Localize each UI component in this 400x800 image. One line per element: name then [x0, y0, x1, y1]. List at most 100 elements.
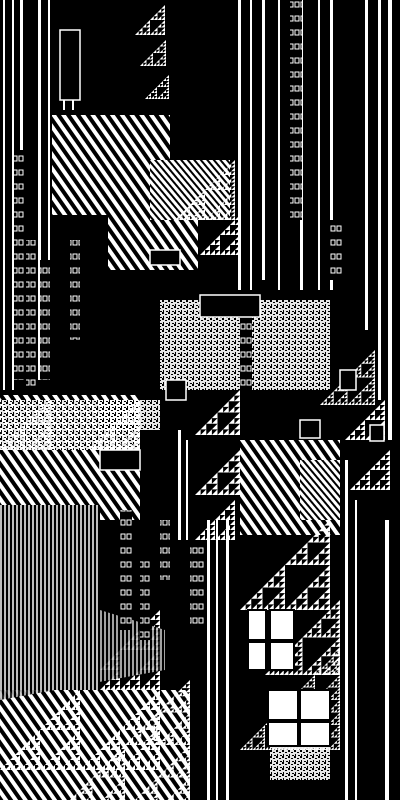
triangle-cell — [330, 681, 334, 685]
triangle-cell — [102, 443, 109, 450]
triangle-cell — [357, 374, 362, 378]
triangle-cell — [102, 431, 109, 438]
triangle-cell — [104, 769, 109, 774]
triangle-cell — [153, 732, 158, 737]
triangle-cell — [55, 710, 60, 715]
triangle-cell — [230, 520, 235, 525]
triangle-cell — [12, 446, 16, 450]
triangle-cell — [223, 461, 229, 467]
triangle-cell — [280, 746, 284, 750]
triangle-cell — [355, 480, 360, 485]
triangle-cell — [43, 440, 47, 444]
triangle-cell — [330, 668, 334, 672]
triangle-cell — [279, 581, 285, 588]
triangle-cell — [231, 201, 235, 205]
triangle-cell — [40, 725, 45, 730]
triangle-cell — [230, 535, 235, 540]
triangle-cell — [325, 651, 331, 657]
triangle-cell — [166, 81, 169, 84]
triangle-cell — [105, 680, 110, 685]
triangle-cell — [234, 478, 240, 484]
triangle-cell — [116, 757, 121, 762]
triangle-cell — [43, 428, 47, 432]
triangle-cell — [25, 760, 30, 765]
triangle-cell — [231, 193, 235, 198]
triangle-cell — [121, 412, 128, 419]
triangle-cell — [210, 530, 215, 535]
triangle-cell — [336, 678, 340, 682]
triangle-cell — [333, 721, 337, 725]
triangle-cell — [313, 576, 319, 582]
triangle-cell — [318, 525, 325, 532]
triangle-cell — [333, 746, 337, 750]
triangle-cell — [138, 27, 143, 32]
triangle-cell — [216, 186, 220, 190]
triangle-cell — [140, 685, 145, 690]
triangle-cell — [139, 797, 142, 800]
triangle-cell — [336, 712, 340, 716]
triangle-cell — [333, 696, 337, 700]
triangle-cell — [181, 789, 186, 794]
triangle-cell — [197, 201, 202, 205]
triangle-cell — [96, 437, 103, 444]
triangle-cell — [40, 409, 44, 413]
white-line-column — [355, 500, 357, 800]
triangle-cell — [262, 581, 269, 588]
triangle-cell — [3, 443, 7, 447]
triangle-cell — [145, 736, 150, 741]
triangle-cell — [311, 746, 315, 750]
triangle-cell — [311, 681, 315, 685]
triangle-cell — [350, 430, 355, 435]
triangle-cell — [223, 186, 228, 190]
triangle-cell — [261, 737, 265, 741]
triangle-cell — [37, 434, 41, 438]
triangle-cell — [35, 735, 40, 740]
triangle-cell — [216, 175, 220, 179]
triangle-cell — [364, 398, 369, 402]
triangle-cell — [324, 536, 330, 543]
triangle-cell — [50, 765, 55, 770]
triangle-cell — [173, 740, 178, 745]
triangle-cell — [155, 705, 160, 710]
triangle-cell — [75, 740, 80, 745]
triangle-cell — [46, 418, 50, 422]
triangle-cell — [350, 401, 355, 405]
triangle-cell — [211, 429, 218, 435]
triangle-cell — [354, 394, 358, 399]
triangle-cell — [166, 93, 169, 96]
triangle-cell — [344, 398, 348, 402]
triangle-cell — [150, 615, 155, 620]
triangle-cell — [135, 797, 138, 800]
triangle-cell — [333, 684, 337, 688]
triangle-cell — [185, 740, 190, 745]
triangle-cell — [227, 186, 232, 190]
triangle-cell — [302, 746, 306, 750]
triangle-cell — [375, 460, 380, 465]
triangle-cell — [28, 418, 32, 422]
triangle-cell — [193, 197, 198, 202]
triangle-cell — [133, 412, 140, 419]
triangle-cell — [95, 765, 100, 770]
triangle-cell — [220, 515, 225, 520]
triangle-cell — [15, 446, 19, 450]
triangle-cell — [155, 750, 160, 755]
triangle-cell — [185, 724, 190, 729]
diagonal-stripe-region — [300, 460, 340, 520]
triangle-cell — [240, 604, 246, 610]
triangle-cell — [185, 761, 190, 766]
triangle-cell — [169, 708, 174, 713]
triangle-cell — [173, 708, 178, 713]
triangle-cell — [116, 749, 121, 754]
triangle-cell — [326, 401, 331, 405]
triangle-cell — [324, 570, 330, 577]
triangle-cell — [227, 208, 232, 213]
triangle-cell — [140, 62, 144, 66]
triangle-cell — [335, 632, 340, 638]
triangle-cell — [255, 734, 259, 738]
triangle-cell — [75, 710, 80, 715]
triangle-cell — [201, 190, 205, 194]
triangle-cell — [115, 730, 120, 735]
triangle-cell — [31, 421, 35, 425]
triangle-cell — [344, 391, 348, 395]
triangle-cell — [157, 773, 162, 778]
